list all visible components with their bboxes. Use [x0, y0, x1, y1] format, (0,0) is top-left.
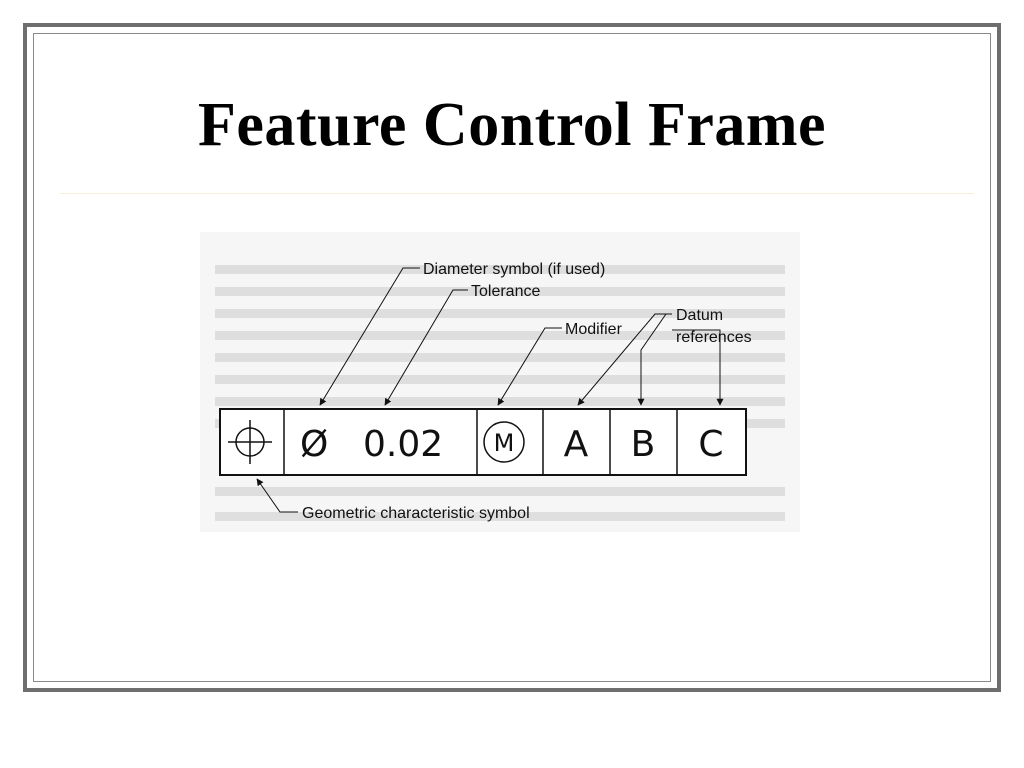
scan-background: [200, 232, 800, 532]
slide-inner-border: [33, 33, 991, 682]
tolerance-label: Tolerance: [471, 283, 540, 300]
feature-control-frame: Ø 0.02 M A B C: [219, 408, 747, 476]
datum-a: A: [564, 424, 589, 465]
datum-leader-c: [672, 329, 724, 406]
frame-outline: [219, 408, 747, 476]
datum-references-label-line2: references: [676, 329, 752, 346]
diameter-symbol-label: Diameter symbol (if used): [423, 261, 605, 278]
modifier-letter: M: [494, 429, 515, 457]
modifier-label: Modifier: [565, 321, 623, 338]
feature-control-frame-figure: Diameter symbol (if used) Tolerance Modi…: [200, 232, 800, 532]
slide-title: Feature Control Frame: [197, 91, 827, 159]
datum-leader-b: [637, 313, 672, 406]
geometric-symbol-leader: [256, 478, 298, 513]
modifier-circle: [483, 421, 525, 463]
figure-canvas: Diameter symbol (if used) Tolerance Modi…: [200, 232, 800, 532]
tolerance-value: 0.02: [363, 424, 443, 465]
tolerance-leader: [384, 289, 468, 406]
diameter-symbol: Ø: [300, 424, 328, 465]
geometric-characteristic-label: Geometric characteristic symbol: [302, 505, 530, 522]
title-divider: [60, 193, 974, 194]
diameter-leader: [319, 267, 420, 406]
position-icon: [228, 420, 272, 464]
modifier-leader: [497, 327, 562, 406]
leader-lines: [256, 267, 724, 513]
datum-c: C: [698, 424, 723, 465]
datum-b: B: [631, 424, 656, 465]
datum-references-label-line1: Datum: [676, 307, 723, 324]
